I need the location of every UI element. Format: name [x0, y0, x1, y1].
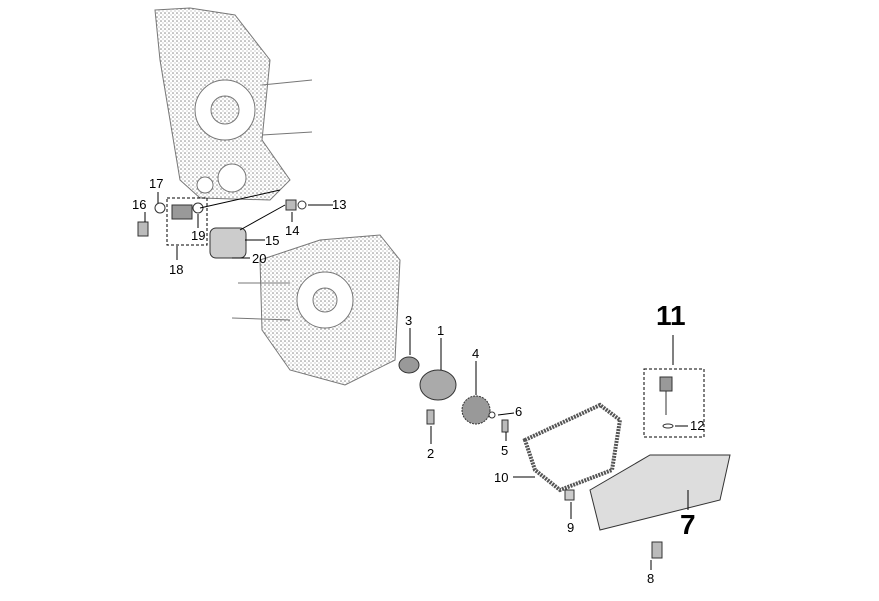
callout-16: 16 [132, 197, 147, 212]
callout-6: 6 [515, 404, 523, 419]
callout-18: 18 [169, 262, 184, 277]
leader-lines [144, 189, 689, 570]
callout-5: 5 [501, 443, 509, 458]
callout-15: 15 [265, 233, 280, 248]
callout-20: 20 [252, 251, 267, 266]
callout-17: 17 [149, 176, 164, 191]
kit-box-11 [643, 368, 705, 438]
callout-8: 8 [647, 571, 655, 586]
crankcase-lower [231, 234, 401, 386]
parts [137, 199, 731, 559]
callout-13: 13 [332, 197, 347, 212]
callout-11: 11 [656, 300, 686, 331]
callout-9: 9 [567, 520, 575, 535]
callout-4: 4 [472, 346, 480, 361]
kit-box-18 [166, 197, 208, 246]
callout-12: 12 [690, 418, 705, 433]
callout-7: 7 [680, 509, 696, 540]
callout-1: 1 [437, 323, 445, 338]
callout-10: 10 [494, 470, 509, 485]
callout-3: 3 [405, 313, 413, 328]
callout-2: 2 [427, 446, 435, 461]
crankcase-upper [154, 7, 313, 201]
callout-19: 19 [191, 228, 206, 243]
callout-14: 14 [285, 223, 300, 238]
